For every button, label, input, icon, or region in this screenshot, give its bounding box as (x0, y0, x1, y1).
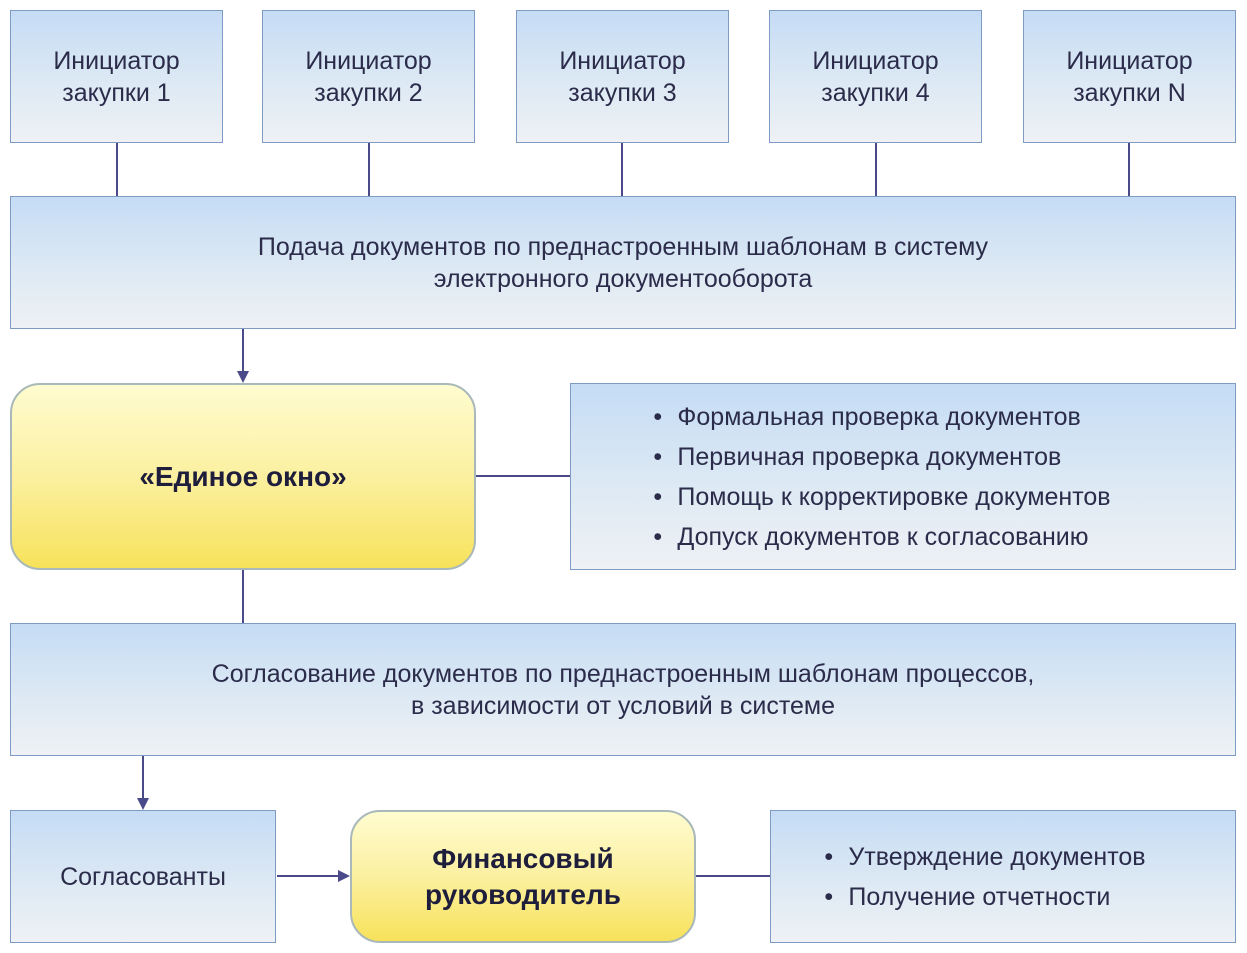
approvers-label: Согласованты (60, 862, 226, 891)
finance-tasks-item-1: Утверждение документов (822, 837, 1145, 877)
initiator-label-3: Инициатор закупки 3 (559, 46, 686, 107)
initiator-box-n: Инициатор закупки N (1023, 10, 1236, 143)
checks-box: Формальная проверка документов Первичная… (570, 383, 1236, 570)
initiator-label-1: Инициатор закупки 1 (53, 46, 180, 107)
financial-manager-label: Финансовый руководитель (425, 842, 621, 910)
initiator-box-1: Инициатор закупки 1 (10, 10, 223, 143)
initiator-box-2: Инициатор закупки 2 (262, 10, 475, 143)
checks-item-3: Помощь к корректировке документов (651, 477, 1110, 517)
checks-item-2: Первичная проверка документов (651, 437, 1110, 477)
checks-item-1: Формальная проверка документов (651, 397, 1110, 437)
approvers-box: Согласованты (10, 810, 276, 943)
initiator-box-4: Инициатор закупки 4 (769, 10, 982, 143)
submission-box: Подача документов по преднастроенным шаб… (10, 196, 1236, 329)
single-window-box: «Единое окно» (10, 383, 476, 570)
checks-list: Формальная проверка документов Первичная… (651, 397, 1110, 557)
financial-manager-box: Финансовый руководитель (350, 810, 696, 943)
finance-tasks-item-2: Получение отчетности (822, 877, 1145, 917)
single-window-label: «Единое окно» (139, 460, 347, 492)
approval-text: Согласование документов по преднастроенн… (211, 659, 1035, 720)
initiator-box-3: Инициатор закупки 3 (516, 10, 729, 143)
approval-box: Согласование документов по преднастроенн… (10, 623, 1236, 756)
finance-tasks-box: Утверждение документов Получение отчетно… (770, 810, 1236, 943)
submission-text: Подача документов по преднастроенным шаб… (257, 232, 989, 293)
initiator-label-2: Инициатор закупки 2 (305, 46, 432, 107)
initiator-label-n: Инициатор закупки N (1066, 46, 1193, 107)
initiator-label-4: Инициатор закупки 4 (812, 46, 939, 107)
finance-tasks-list: Утверждение документов Получение отчетно… (822, 837, 1145, 917)
checks-item-4: Допуск документов к согласованию (651, 517, 1110, 557)
